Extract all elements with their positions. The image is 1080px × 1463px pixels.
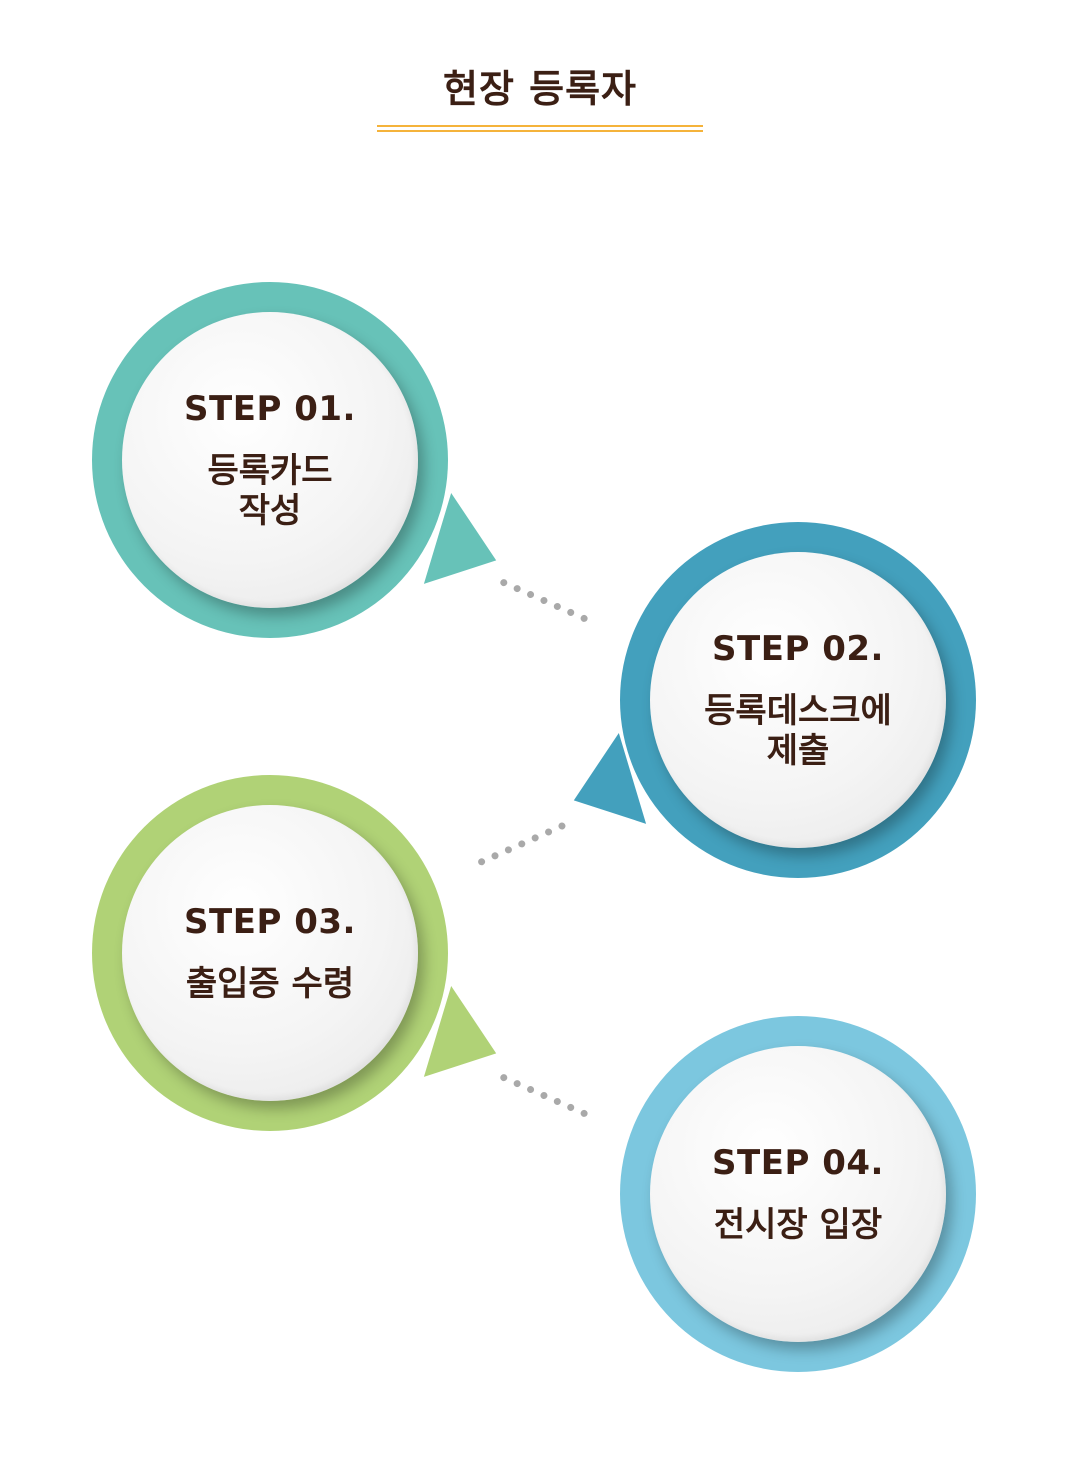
connector-1-2 — [499, 578, 589, 624]
step-2-label: STEP 02. — [712, 629, 884, 669]
step-2-bubble: STEP 02. 등록데스크에 제출 — [573, 522, 976, 878]
step-2-text: 등록데스크에 제출 — [704, 691, 892, 771]
step-1-text: 등록카드 작성 — [207, 451, 333, 531]
connector-3-4 — [499, 1073, 589, 1119]
step-4-disc: STEP 04. 전시장 입장 — [650, 1046, 946, 1342]
step-3-disc: STEP 03. 출입증 수령 — [122, 805, 418, 1101]
page-title: 현장 등록자 — [442, 67, 638, 111]
title-underline — [377, 125, 703, 132]
step-4-bubble: STEP 04. 전시장 입장 — [620, 1016, 976, 1372]
step-2-disc: STEP 02. 등록데스크에 제출 — [650, 552, 946, 848]
step-3-text: 출입증 수령 — [185, 964, 355, 1004]
step-1-bubble: STEP 01. 등록카드 작성 — [92, 282, 497, 638]
step-3-bubble: STEP 03. 출입증 수령 — [92, 775, 497, 1131]
step-4-text: 전시장 입장 — [713, 1205, 883, 1245]
step-1-label: STEP 01. — [184, 389, 356, 429]
step-3-label: STEP 03. — [184, 902, 356, 942]
step-1-disc: STEP 01. 등록카드 작성 — [122, 312, 418, 608]
step-4-label: STEP 04. — [712, 1143, 884, 1183]
connector-2-3 — [477, 821, 567, 867]
